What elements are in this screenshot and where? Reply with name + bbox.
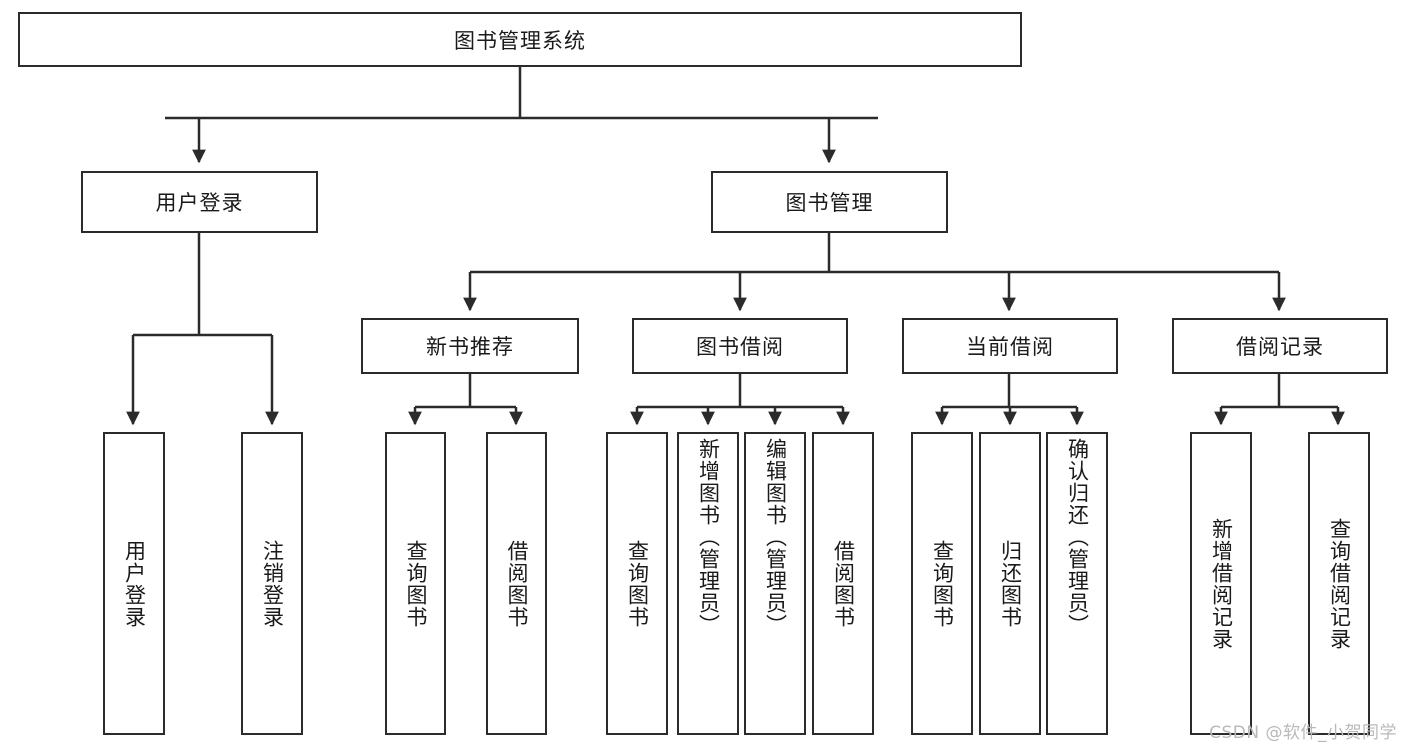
node-label: 查询图书 [403,539,428,628]
node-leaf-query-record[interactable]: 查询借阅记录 [1308,432,1370,735]
node-label: 新增图书（管理员） [696,438,721,636]
node-label: 用户登录 [122,539,147,628]
node-label: 当前借阅 [966,335,1054,359]
node-label: 图书管理系统 [454,28,586,53]
node-label: 查询借阅记录 [1327,517,1352,650]
node-label: 查询图书 [930,539,955,628]
node-label: 借阅图书 [504,539,529,628]
node-leaf-return-book[interactable]: 归还图书 [979,432,1041,735]
node-label: 借阅记录 [1236,335,1324,359]
node-user-login[interactable]: 用户登录 [81,171,318,233]
node-label: 借阅图书 [831,539,856,628]
node-leaf-query-book-2[interactable]: 查询图书 [606,432,668,735]
node-leaf-user-login[interactable]: 用户登录 [103,432,165,735]
node-label: 图书管理 [785,191,874,215]
node-label: 确认归还（管理员） [1065,438,1090,636]
node-leaf-query-book-3[interactable]: 查询图书 [911,432,973,735]
node-label: 归还图书 [998,539,1023,628]
node-borrow-record[interactable]: 借阅记录 [1172,318,1388,374]
node-leaf-add-record[interactable]: 新增借阅记录 [1190,432,1252,735]
node-leaf-edit-book[interactable]: 编辑图书（管理员） [744,432,806,735]
node-label: 新书推荐 [426,335,514,359]
node-label: 查询图书 [625,539,650,628]
node-leaf-user-logout[interactable]: 注销登录 [241,432,303,735]
node-root-book-management-system[interactable]: 图书管理系统 [18,12,1022,67]
node-label: 用户登录 [155,191,244,215]
node-leaf-confirm-return[interactable]: 确认归还（管理员） [1046,432,1108,735]
node-label: 新增借阅记录 [1209,517,1234,650]
node-leaf-borrow-book-2[interactable]: 借阅图书 [812,432,874,735]
node-book-borrow[interactable]: 图书借阅 [632,318,848,374]
node-leaf-query-book-1[interactable]: 查询图书 [385,432,446,735]
node-new-book-recommend[interactable]: 新书推荐 [361,318,579,374]
node-leaf-add-book[interactable]: 新增图书（管理员） [677,432,739,735]
node-label: 图书借阅 [696,335,784,359]
node-label: 编辑图书（管理员） [763,438,788,636]
node-current-borrow[interactable]: 当前借阅 [902,318,1118,374]
node-leaf-borrow-book-1[interactable]: 借阅图书 [486,432,547,735]
csdn-watermark: CSDN @软件_小贺同学 [1209,723,1397,743]
node-book-management[interactable]: 图书管理 [711,171,948,233]
node-label: 注销登录 [260,539,285,628]
